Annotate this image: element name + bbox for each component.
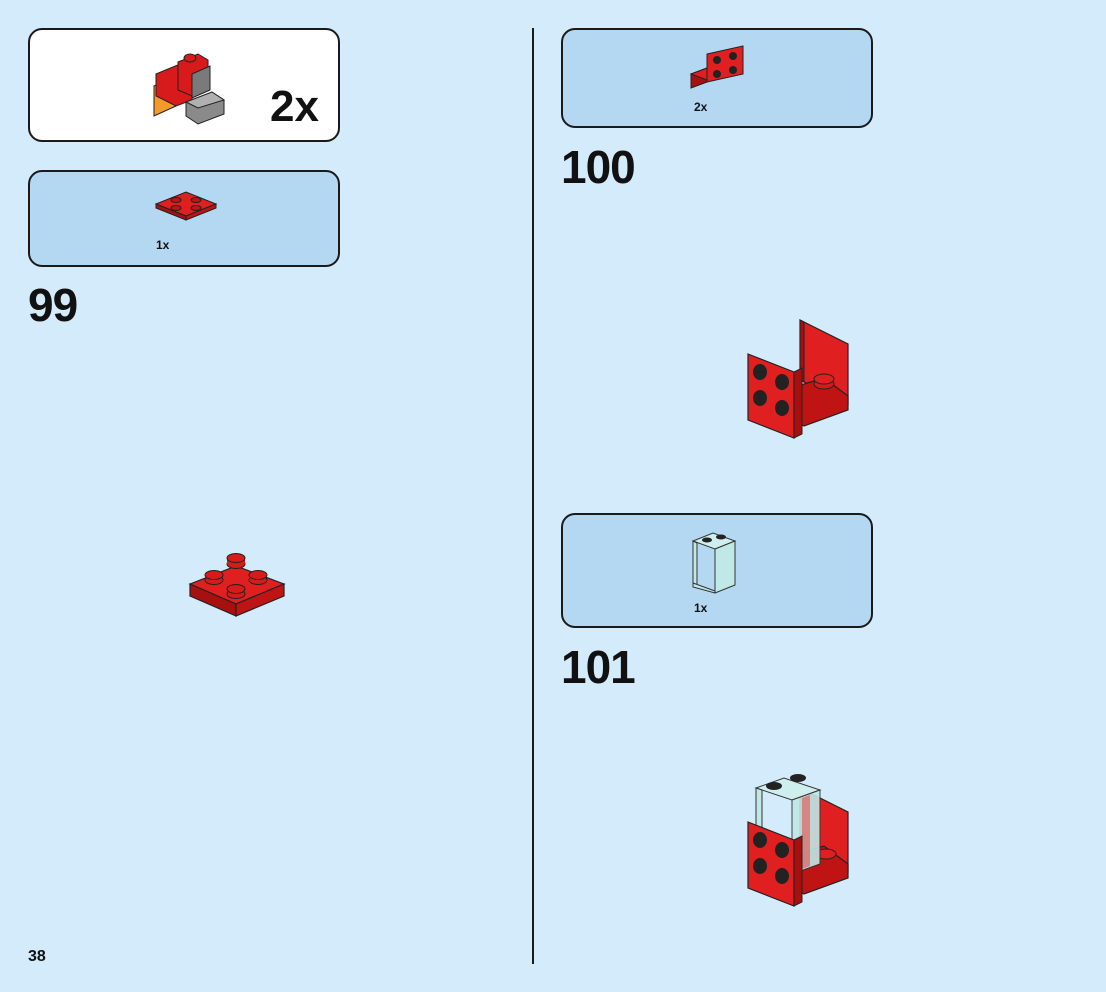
submodel-callout: 2x [28,28,340,142]
step-99-parts-callout: 1x [28,170,340,267]
step-100-parts-callout: 2x [561,28,873,128]
step-99-assembly-image [188,553,286,617]
submodel-multiplier: 2x [270,82,319,131]
page-divider [532,28,534,964]
trans-panel-part-icon [691,532,737,594]
submodel-preview-image [153,53,226,125]
step-100-number: 100 [561,141,636,193]
step-101-assembly-image [747,774,849,907]
step-100-part-quantity: 2x [694,100,708,114]
page-number: 38 [28,948,46,965]
step-101-parts-callout: 1x [561,513,873,628]
step-101-part-quantity: 1x [694,601,708,615]
red-bracket-part-icon [689,45,744,89]
step-99-part-quantity: 1x [156,238,170,252]
step-100-assembly-image [747,319,849,439]
red-2x2-plate-part-icon [154,191,218,221]
step-99-number: 99 [28,279,78,331]
step-101-number: 101 [561,641,636,693]
